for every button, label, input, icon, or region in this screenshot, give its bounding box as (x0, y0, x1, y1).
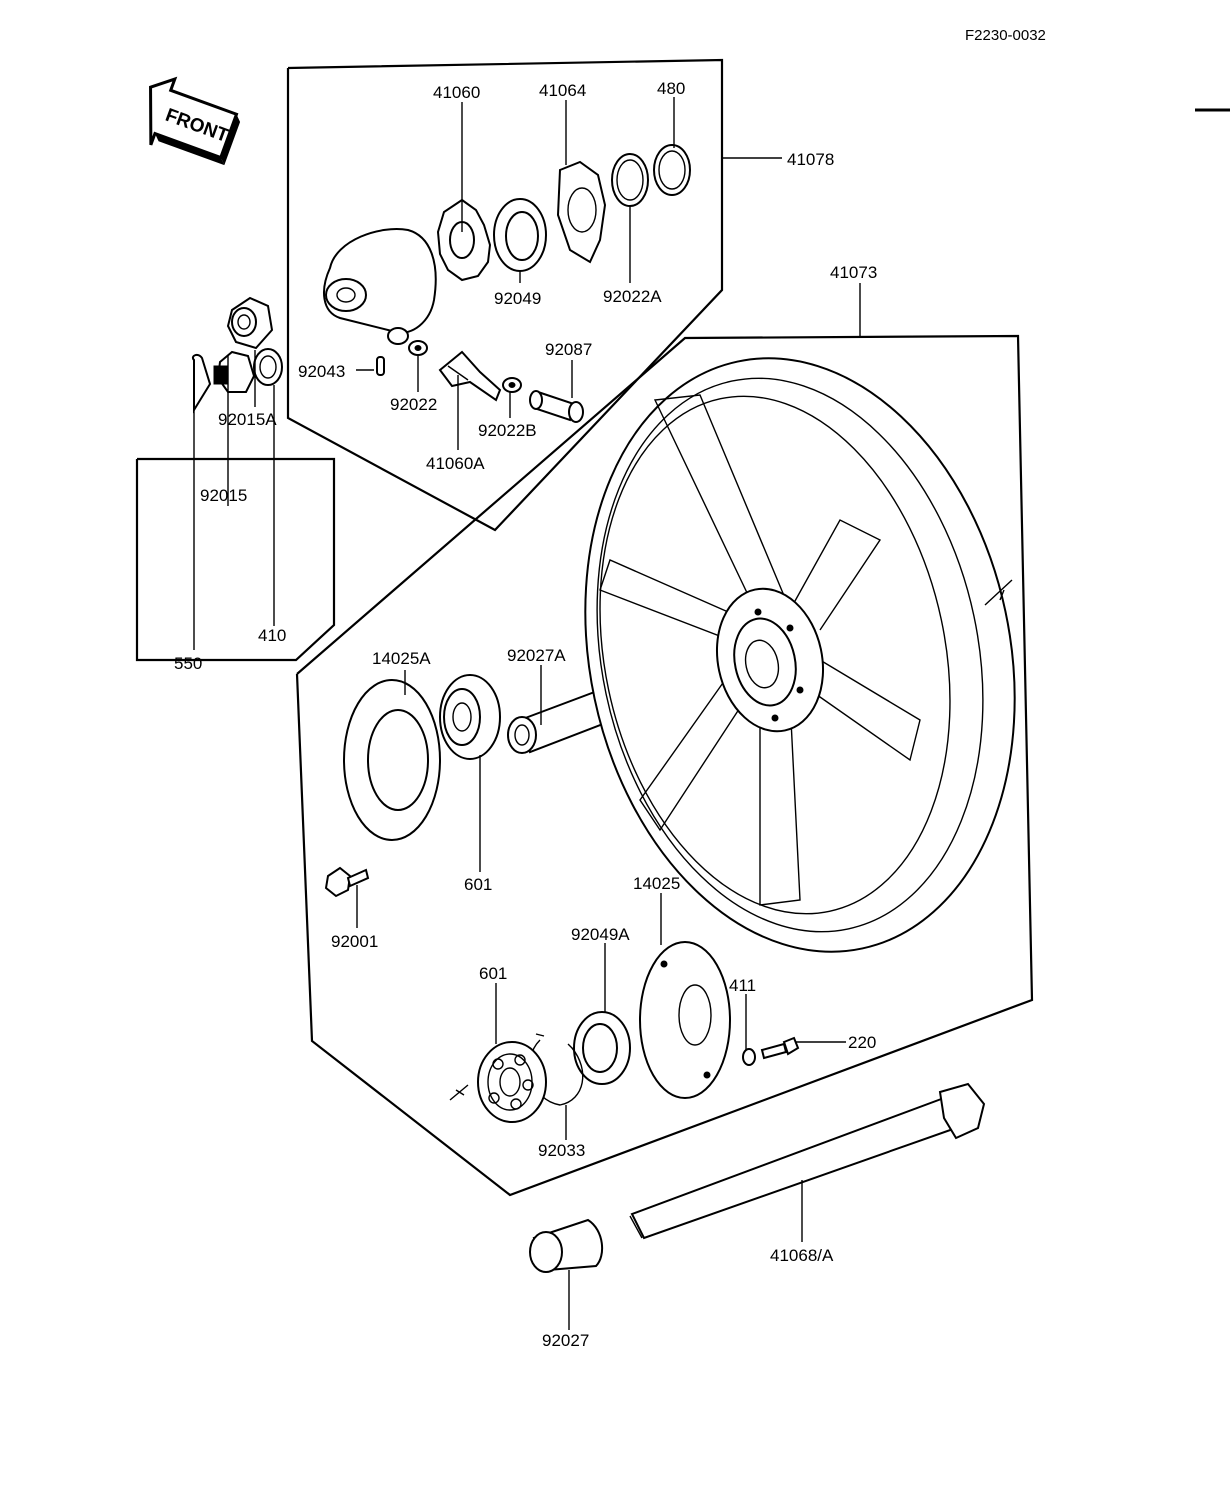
bushing-92087 (529, 390, 584, 423)
callout-14025A: 14025A (372, 649, 431, 668)
screw-220 (760, 1036, 800, 1060)
callout-92049A: 92049A (571, 925, 630, 944)
spacer-92027 (529, 1218, 604, 1273)
washer-410 (253, 348, 283, 386)
callout-92022: 92022 (390, 395, 437, 414)
callout-92043: 92043 (298, 362, 345, 381)
wheel-spokes (599, 394, 921, 906)
callout-411: 411 (729, 976, 756, 995)
callout-92027: 92027 (542, 1331, 589, 1350)
speedometer-gear-housing (323, 228, 437, 345)
callout-220: 220 (848, 1033, 876, 1052)
oil-seal-92049 (493, 198, 547, 272)
rotation-mark-lower (449, 1084, 469, 1101)
callout-14025: 14025 (633, 874, 680, 893)
hub-cover-14025A (343, 679, 441, 841)
bearing-601-left (439, 674, 501, 760)
bearing-601-right (477, 1041, 547, 1123)
callout-92022B: 92022B (478, 421, 537, 440)
callout-41068A: 41068/A (770, 1246, 834, 1265)
callout-92027A: 92027A (507, 646, 566, 665)
gear-retainer-41064 (556, 160, 607, 264)
axle-nut-92015A (226, 296, 274, 350)
speedometer-drive-gear-41060 (436, 198, 492, 282)
cotter-pin-kit-frame (135, 457, 336, 662)
callout-480: 480 (657, 79, 685, 98)
hub-cover-14025 (639, 941, 731, 1099)
rotation-mark-upper (984, 579, 1013, 606)
pin-92043 (376, 356, 385, 376)
leader-lines (193, 97, 861, 1330)
callout-92015A: 92015A (218, 410, 277, 429)
callout-92001: 92001 (331, 932, 378, 951)
callout-92049: 92049 (494, 289, 541, 308)
circlip-480 (653, 144, 691, 196)
washer-92022 (408, 340, 428, 356)
callout-92033: 92033 (538, 1141, 585, 1160)
cotter-pin-550 (192, 353, 212, 414)
callout-41064: 41064 (539, 81, 586, 100)
document-reference: F2230-0032 (965, 27, 1046, 44)
front-axle-41068A (629, 1082, 986, 1240)
callout-41078: 41078 (787, 150, 834, 169)
callout-41060: 41060 (433, 83, 480, 102)
callout-41060A: 41060A (426, 454, 485, 473)
castle-nut-92015 (213, 350, 256, 393)
part-callouts: 41060 41064 480 41078 92049 92022A 41073… (174, 79, 877, 1350)
bolt-92001 (324, 866, 370, 898)
washer-411 (742, 1048, 756, 1066)
callout-92022A: 92022A (603, 287, 662, 306)
speedometer-gear-assembly-frame (286, 58, 724, 532)
oil-seal-92049A (573, 1011, 631, 1085)
callout-601-right: 601 (479, 964, 507, 983)
pinion-shaft-41060A (438, 350, 502, 402)
callout-92015: 92015 (200, 486, 247, 505)
callout-601-left: 601 (464, 875, 492, 894)
washer-92022B (502, 377, 522, 393)
callout-92087: 92087 (545, 340, 592, 359)
callout-550: 550 (174, 654, 202, 673)
wheel-41073 (584, 357, 1016, 953)
washer-92022A (611, 153, 649, 207)
wheel-assembly-frame (295, 334, 1034, 1197)
front-direction-arrow: FRONT (149, 76, 241, 166)
callout-41073: 41073 (830, 263, 877, 282)
callout-410: 410 (258, 626, 286, 645)
